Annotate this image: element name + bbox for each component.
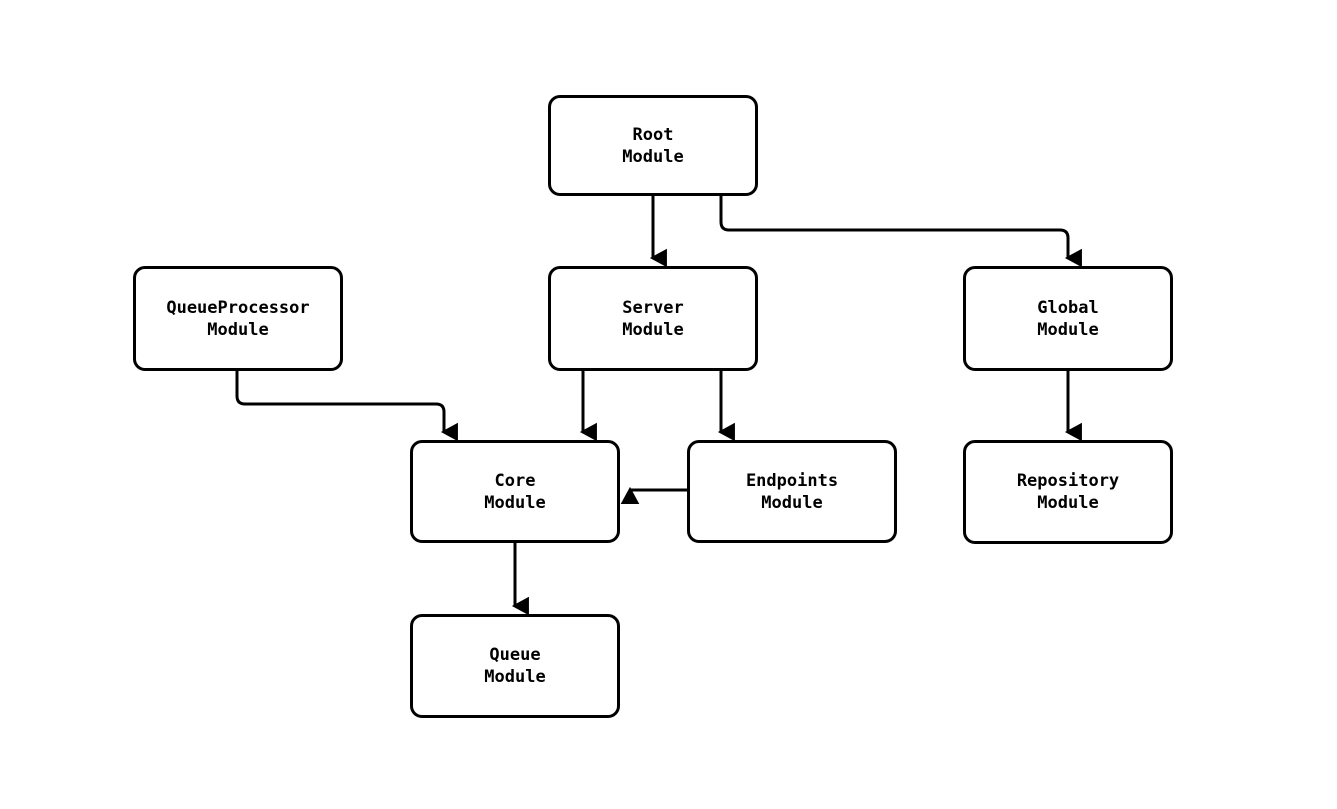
node-global[interactable]: Global Module (963, 266, 1173, 371)
node-label-core: Core Module (484, 470, 546, 513)
node-label-global: Global Module (1037, 297, 1099, 340)
node-label-server: Server Module (622, 297, 684, 340)
edge-queueprocessor-core (235, 371, 458, 442)
node-label-queue: Queue Module (484, 645, 546, 687)
node-label-repository: Repository Module (1016, 471, 1120, 513)
node-label-root: Root Module (622, 124, 684, 167)
node-endpoints[interactable]: Endpoints Module (687, 440, 897, 543)
node-label-endpoints: Endpoints Module (745, 470, 839, 513)
node-queue[interactable]: Queue Module (410, 614, 620, 718)
edge-root-global (719, 196, 1082, 268)
edges-group (235, 196, 1082, 616)
node-root[interactable]: Root Module (548, 95, 758, 196)
node-repository[interactable]: Repository Module (963, 440, 1173, 544)
node-label-queueprocessor: QueueProcessor Module (166, 297, 310, 340)
node-core[interactable]: Core Module (410, 440, 620, 543)
node-server[interactable]: Server Module (548, 266, 758, 371)
node-queueprocessor[interactable]: QueueProcessor Module (133, 266, 343, 371)
